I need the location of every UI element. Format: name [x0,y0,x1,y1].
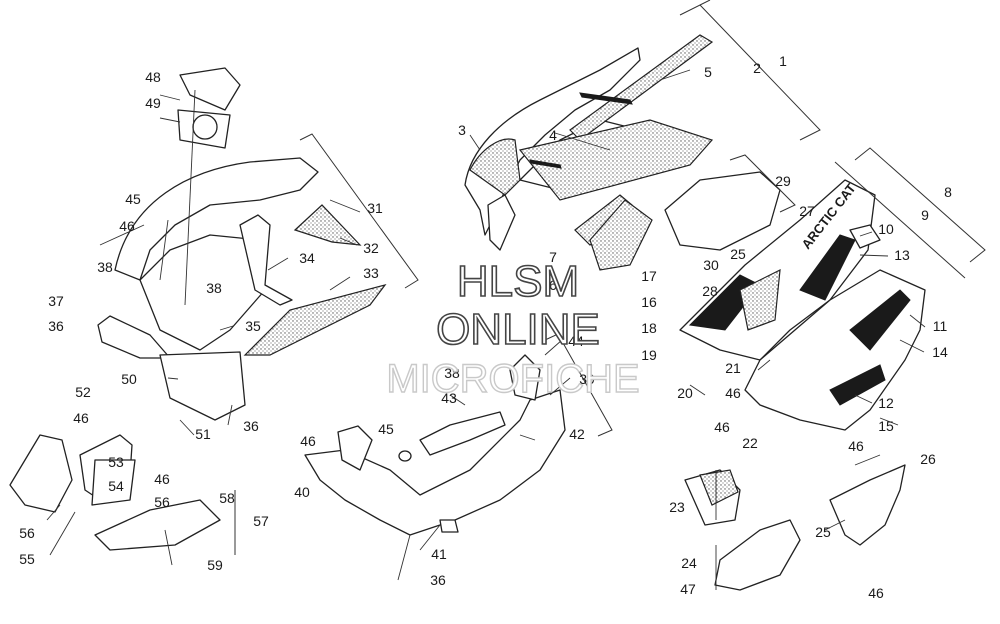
callout-19: 19 [641,347,657,363]
callout-46c: 46 [154,471,170,487]
callout-46d: 46 [300,433,316,449]
callout-32: 32 [363,240,379,256]
callout-36b: 36 [243,418,259,434]
belly-pan [304,354,566,536]
callout-14: 14 [932,344,948,360]
callout-22: 22 [742,435,758,451]
callout-25b: 25 [815,524,831,540]
callout-2: 2 [753,60,761,76]
callout-20: 20 [677,385,693,401]
callout-4: 4 [549,127,557,143]
callout-25a: 25 [730,246,746,262]
callout-58: 59 [207,557,223,573]
callout-38c: 38 [444,365,460,381]
callout-1: 1 [779,53,787,69]
callout-44: 44 [568,333,584,349]
watermark-line-1: HLSM [457,257,579,306]
callout-15: 15 [878,418,894,434]
callout-40: 40 [294,484,310,500]
callout-13: 13 [894,247,910,263]
side-panels [664,171,926,591]
callout-43: 43 [441,390,457,406]
callout-labels: 1 2 3 4 5 6 7 8 9 10 11 12 13 14 15 17 1… [19,53,952,601]
callout-46e: 46 [714,419,730,435]
callout-46g: 46 [848,438,864,454]
callout-46f: 46 [725,385,741,401]
callout-50: 51 [195,426,211,442]
brackets [234,0,986,555]
callout-10: 10 [878,221,894,237]
callout-29: 29 [775,173,791,189]
callout-38b: 38 [206,280,222,296]
callout-38a: 38 [97,259,113,275]
callout-3: 3 [458,122,466,138]
callout-48: 49 [145,95,161,111]
callout-39: 39 [579,371,595,387]
callout-56a: 56 [19,525,35,541]
callout-46a: 46 [119,218,135,234]
callout-55: 56 [154,494,170,510]
leader-lines [46,69,926,590]
callout-52: 53 [108,454,124,470]
hood-assembly [464,34,714,271]
callout-7: 7 [549,249,557,265]
callout-11: 11 [933,318,948,334]
callout-54: 55 [19,551,35,567]
callout-27: 27 [799,203,815,219]
watermark: HLSM ONLINE MICROFICHE [386,256,641,402]
watermark-line-3: MICROFICHE [386,357,639,401]
callout-18: 18 [641,320,657,336]
callout-46h: 46 [868,585,884,601]
callout-41: 41 [431,546,447,562]
callout-51: 52 [75,384,91,400]
callout-33: 33 [363,265,379,281]
callout-12: 12 [878,395,894,411]
callout-16: 16 [641,294,657,310]
callout-49: 50 [121,371,137,387]
callout-45a: 45 [125,191,141,207]
callout-36c: 36 [430,572,446,588]
callout-9: 9 [921,207,929,223]
callout-46b: 46 [73,410,89,426]
dash-assembly [9,67,387,551]
callout-36a: 36 [48,318,64,334]
callout-6: 6 [549,277,557,293]
callout-28: 28 [702,283,718,299]
callout-57: 58 [219,490,235,506]
callout-5: 5 [704,64,712,80]
callout-31: 31 [367,200,383,216]
callout-8: 8 [944,184,952,200]
callout-26: 26 [920,451,936,467]
callout-17: 17 [641,268,657,284]
callout-53: 54 [108,478,124,494]
callout-23: 23 [669,499,685,515]
callout-37: 37 [48,293,64,309]
callout-30: 30 [703,257,719,273]
callout-45b: 45 [378,421,394,437]
callout-24: 24 [681,555,697,571]
callout-35: 35 [245,318,261,334]
callout-47: 48 [145,69,161,85]
callout-42: 42 [569,426,585,442]
callout-34: 34 [299,250,315,266]
callout-56b: 57 [253,513,269,529]
callout-21: 21 [725,360,741,376]
callout-46i: 47 [680,581,696,597]
watermark-line-2: ONLINE [436,305,600,354]
